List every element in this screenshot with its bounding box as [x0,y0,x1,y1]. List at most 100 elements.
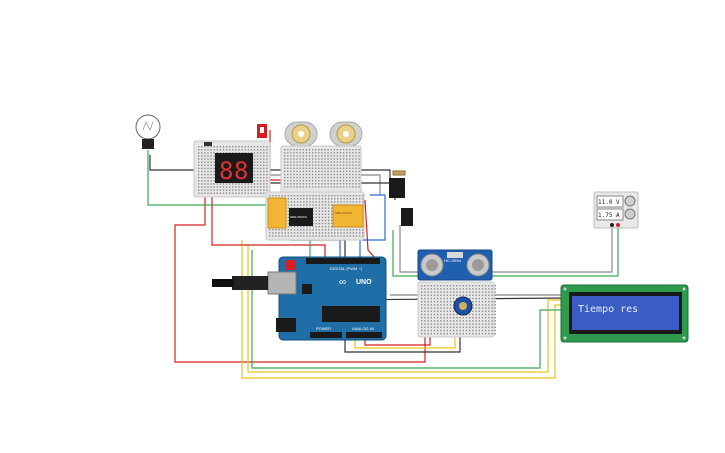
psu-terminal-pos[interactable] [616,223,620,227]
breadboard-hole [337,195,339,197]
breadboard-hole [427,323,429,325]
breadboard-hole [266,149,268,151]
wire-yellow-bottom-loop[interactable] [241,240,565,379]
wire-gray-psu[interactable] [399,225,613,273]
breadboard-hole [290,198,293,200]
psu-voltage: 11.0 V [598,199,620,206]
breadboard-hole [235,192,237,194]
breadboard-hole [427,307,429,309]
wire-green-psu[interactable] [392,225,619,277]
breadboard-hole [266,155,268,157]
breadboard-hole [488,329,490,332]
breadboard-hole [293,164,295,166]
breadboard-top-left[interactable]: 8 8 [193,140,271,198]
dc-motor-2[interactable] [329,121,363,147]
wire-yellow-2[interactable] [247,245,565,373]
breadboard-hole [204,192,206,194]
resistor-small[interactable] [204,142,212,146]
breadboard-hole [272,235,274,237]
breadboard-hole [290,232,293,234]
breadboard-hole [446,317,448,319]
breadboard-hole [300,195,302,197]
breadboard-hole [349,164,351,166]
breadboard-hole [318,158,320,160]
breadboard-hole [424,288,426,290]
breadboard-hole [456,323,458,325]
relay-right-2[interactable] [401,208,413,226]
wire-green-bulb[interactable] [147,150,272,206]
breadboard-hole [355,186,357,188]
breadboard-hole [355,161,357,163]
breadboard-hole [312,216,314,219]
breadboard-hole [216,146,218,148]
breadboard-hole [472,288,474,290]
relay-right-1[interactable] [389,178,405,198]
wire-green-lcd[interactable] [251,250,565,369]
breadboard-hole [315,167,317,169]
breadboard-hole [284,235,286,237]
reset-button[interactable] [286,260,296,270]
dc-motor-1[interactable] [284,121,318,147]
breadboard-hole [343,229,345,231]
potentiometer[interactable] [453,296,473,316]
breadboard-hole [456,329,458,332]
breadboard-hole [472,323,474,325]
light-bulb[interactable] [135,114,161,149]
breadboard-hole [340,201,342,203]
breadboard-hole [440,307,442,309]
breadboard-hole [308,158,311,160]
breadboard-hole [324,198,327,200]
wire-red-mid[interactable] [364,199,376,259]
breadboard-hole [324,149,326,151]
breadboard-hole [293,176,295,179]
relay-module-2[interactable]: SRD-05VDC [332,204,364,228]
arduino-uno[interactable]: DIGITAL (PWM ~) UNO ∞ POWER ANALOG IN [212,256,387,341]
wire-red-relay[interactable] [211,190,326,262]
lcd-16x2[interactable]: Tiempo res [560,284,689,343]
breadboard-hole [204,186,206,188]
breadboard-hole [433,313,436,316]
breadboard-hole [449,320,452,322]
breadboard-hole [465,317,468,319]
breadboard-hole [346,195,348,197]
power-supply[interactable]: 11.0 V 1.75 A [593,191,639,229]
psu-voltage-knob[interactable] [624,195,636,207]
relay-module-1[interactable]: SRD-05VDC [267,197,313,229]
breadboard-hole [263,152,265,154]
breadboard-hole [198,167,200,170]
breadboard-hole [290,183,292,185]
breadboard-hole [263,177,265,179]
seven-segment-display[interactable] [215,153,253,183]
breadboard-hole [337,235,339,237]
breadboard-relay-area[interactable] [265,191,365,241]
breadboard-hole [446,285,448,287]
wire-black-mid[interactable] [290,239,346,258]
breadboard-hole [327,186,329,188]
usb-cable[interactable] [232,276,268,290]
breadboard-hole [437,288,439,290]
breadboard-hole [201,161,203,163]
breadboard-hole [201,186,203,188]
breadboard-hole [253,180,256,182]
wire-blue-2[interactable] [359,194,386,258]
breadboard-top-middle[interactable] [280,145,362,193]
breadboard-hole [247,146,249,148]
breadboard-hole [287,186,289,188]
breadboard-hole [266,167,268,170]
breadboard-hole [284,180,286,182]
ultrasonic-sensor[interactable]: HC-SR04 [417,249,493,281]
breadboard-hole [453,288,455,290]
breadboard-hole [430,307,432,309]
breadboard-hole [311,170,314,173]
psu-terminal-neg[interactable] [610,223,614,227]
breadboard-hole [210,146,212,148]
psu-current-knob[interactable] [624,208,636,220]
breadboard-hole [201,155,203,157]
red-switch[interactable] [257,124,267,138]
resistor-top-right[interactable] [392,170,406,176]
breadboard-hole [437,307,439,309]
breadboard-hole [339,164,342,166]
breadboard-hole [333,155,335,157]
breadboard-hole [284,170,286,173]
